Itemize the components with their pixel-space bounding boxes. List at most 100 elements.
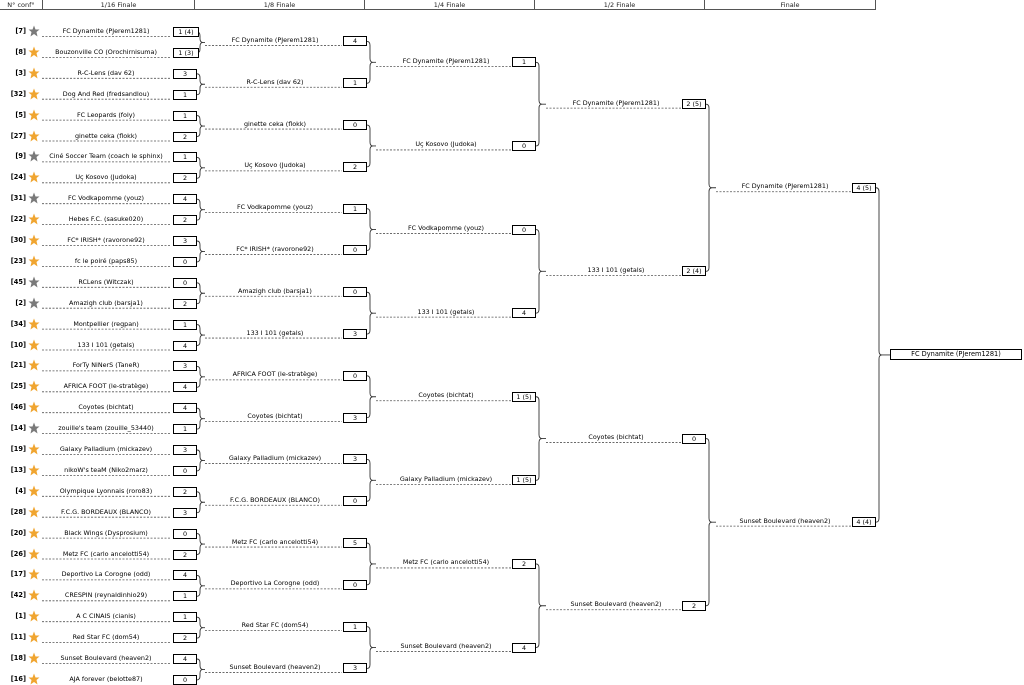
score-box: 0 [343,120,367,131]
team-link[interactable]: ginette ceka (flokk) [243,119,307,128]
team-link[interactable]: Metz FC (carlo ancelotti54) [231,537,319,546]
team-link[interactable]: Metz FC (carlo ancelotti54) [402,558,490,567]
team-link[interactable]: FC Vodkapomme (youz) [237,203,313,212]
team-link[interactable]: FC Vodkapomme (youz) [408,224,484,233]
team-link[interactable]: F.C.G. BORDEAUX (BLANCO) [60,507,152,516]
bracket-connector [366,208,376,251]
team-link[interactable]: AJA forever (belotte87) [69,674,143,683]
score-box: 2 [682,600,706,611]
team-link[interactable]: Galaxy Palladium (mickazev) [399,474,493,483]
score-box: 0 [343,496,367,507]
bracket-connector [196,365,205,388]
seed-label: [32] [10,89,26,98]
gold-star-icon [28,506,40,518]
team-link[interactable]: Sunset Boulevard (heaven2) [400,642,492,651]
score-box: 4 [173,403,197,414]
team-link[interactable]: Sunset Boulevard (heaven2) [60,654,152,662]
seed-label: [25] [10,382,26,391]
team-link[interactable]: FC* IRISH* (ravorone92) [67,236,145,244]
score-box: 2 [173,215,197,226]
team-link[interactable]: fc le poiré (paps85) [74,256,138,265]
team-link[interactable]: Metz FC (carlo ancelotti54) [62,549,150,558]
score-box: 1 [343,78,367,89]
team-link[interactable]: Red Star FC (dom54) [241,621,309,630]
gold-star-icon [28,380,40,392]
team-link[interactable]: 133 I 101 (getals) [417,307,475,316]
score-box: 0 [343,245,367,256]
team-link[interactable]: Uç Kosovo (Judoka) [415,140,477,149]
team-link[interactable]: Deportivo La Corogne (odd) [61,570,151,579]
team-link[interactable]: Coyotes (bichtat) [588,433,644,442]
team-link[interactable]: Uç Kosovo (Judoka) [244,161,306,170]
bracket-connector [196,491,205,514]
team-link[interactable]: Olympique Lyonnais (roro83) [59,486,153,495]
team-link[interactable]: Amazigh club (barsja1) [69,298,143,307]
team-link[interactable]: FC* IRISH* (ravorone92) [236,244,314,253]
team-link[interactable]: FC Dynamite (PJerem1281) [402,56,490,65]
team-link[interactable]: Hebes F.C. (sasuke020) [68,215,144,224]
seed-label: [7] [15,27,26,35]
team-link[interactable]: FC Vodkapomme (youz) [68,194,144,203]
header-col-0: N° conf° [0,0,43,10]
team-link[interactable]: Sunset Boulevard (heaven2) [570,600,662,609]
team-link[interactable]: Black Wings (Dysprosium) [64,528,148,537]
team-link[interactable]: 133 I 101 (getals) [77,340,135,349]
team-link[interactable]: Galaxy Palladium (mickazev) [228,453,322,462]
seed-label: [42] [10,591,26,600]
bracket-connector [535,61,546,147]
bracket-connector [196,616,205,639]
bracket-connector [196,658,205,681]
team-link[interactable]: FC Dynamite (PJerem1281) [572,98,660,107]
score-box: 5 [343,538,367,549]
team-link[interactable]: Red Star FC (dom54) [72,633,140,642]
seed-label: [18] [10,654,26,662]
score-box: 2 [173,549,197,560]
team-link[interactable]: 133 I 101 (getals) [246,328,304,337]
bracket-connector [366,41,376,84]
header-col-5: Finale [705,0,876,10]
team-link[interactable]: CRESPIN (reynaldinhio29) [64,591,148,600]
seed-label: [28] [10,507,26,516]
team-link[interactable]: ForTy NiNerS (TaneR) [72,361,140,370]
team-link[interactable]: Deportivo La Corogne (odd) [230,579,320,588]
seed-label: [8] [15,47,26,56]
team-link[interactable]: FC Leopards (foly) [76,110,136,119]
header-col-3: 1/4 Finale [365,0,535,10]
team-link[interactable]: Dog And Red (fredsandlou) [62,89,150,98]
seed-label: [3] [15,68,26,77]
team-link[interactable]: A C CINAIS (cianis) [76,612,136,621]
team-link[interactable]: nikoW's teaM (Niko2marz) [64,465,148,474]
team-link[interactable]: Montpellier (regpan) [73,319,139,328]
seed-label: [21] [10,361,26,370]
team-link[interactable]: Amazigh club (barsja1) [238,286,312,295]
team-link[interactable]: AFRICA FOOT (le-stratège) [63,382,149,391]
team-link[interactable]: RCLens (Witczak) [78,277,134,286]
bracket-connector [196,73,205,96]
team-link[interactable]: Galaxy Palladium (mickazev) [59,445,153,453]
team-link[interactable]: FC Dynamite (PJerem1281) [741,182,829,191]
score-box: 1 [173,424,197,435]
team-link[interactable]: R-C-Lens (dav 62) [77,68,135,77]
team-link[interactable]: zouille's team (zouille_53440) [58,424,154,433]
seed-label: [31] [10,194,26,203]
team-link[interactable]: Coyotes (bichtat) [78,403,134,412]
team-link[interactable]: Bouzonville CO (Orochirnisuma) [55,47,157,56]
team-link[interactable]: AFRICA FOOT (le-stratège) [232,370,318,379]
team-link[interactable]: Ciné Soccer Team (coach le sphinx) [49,152,163,161]
score-box: 4 [173,340,197,351]
team-link[interactable]: Sunset Boulevard (heaven2) [739,516,831,525]
team-link[interactable]: ginette ceka (flokk) [74,131,138,140]
grey-star-icon [28,276,40,288]
team-link[interactable]: F.C.G. BORDEAUX (BLANCO) [229,495,321,504]
team-link[interactable]: 133 I 101 (getals) [587,265,645,274]
team-link[interactable]: Uç Kosovo (Judoka) [75,173,137,182]
team-link[interactable]: R-C-Lens (dav 62) [246,77,304,86]
team-link[interactable]: FC Dynamite (PJerem1281) [62,27,150,35]
score-box: 4 [512,642,536,653]
team-link[interactable]: Coyotes (bichtat) [247,412,303,421]
seed-label: [10] [10,340,26,349]
team-link[interactable]: Coyotes (bichtat) [418,391,474,400]
team-link[interactable]: Sunset Boulevard (heaven2) [229,662,321,671]
team-link[interactable]: FC Dynamite (PJerem1281) [231,35,319,44]
score-box: 4 [173,194,197,205]
